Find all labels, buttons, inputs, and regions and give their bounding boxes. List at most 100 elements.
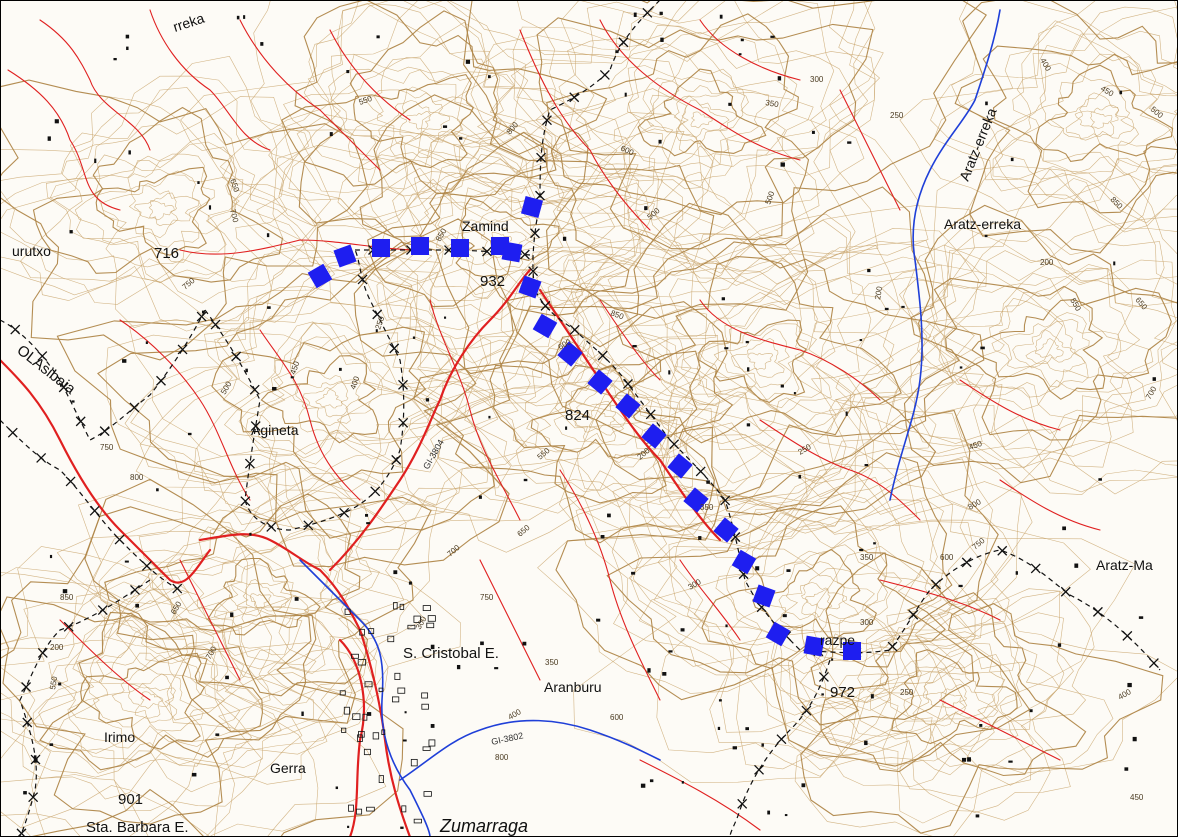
boundary-cross — [303, 520, 314, 531]
boundary-cross — [818, 671, 829, 682]
boundary-cross — [89, 505, 100, 516]
building-symbol — [681, 781, 684, 784]
contour-line — [67, 628, 241, 749]
contour-line — [530, 365, 665, 459]
boundary-cross — [97, 605, 108, 616]
contour-elevation-label: 800 — [130, 473, 144, 482]
building-symbol — [366, 712, 372, 716]
building-symbol — [738, 53, 742, 56]
building-symbol — [423, 791, 432, 797]
boundary-cross — [669, 439, 680, 450]
ravine-line — [179, 559, 241, 681]
building-symbol — [632, 344, 637, 348]
building-symbol — [780, 384, 784, 388]
building-symbol — [1113, 261, 1116, 266]
contour-line — [627, 65, 788, 182]
boundary-cross — [597, 350, 608, 361]
contour-line — [0, 79, 368, 361]
contour-line — [899, 259, 1177, 457]
building-symbol — [798, 474, 802, 479]
building-symbol — [487, 75, 491, 79]
contour-line — [257, 0, 558, 210]
contour-line — [39, 611, 263, 771]
contour-line — [536, 237, 986, 527]
building-symbol — [746, 423, 751, 427]
building-symbol — [793, 392, 796, 395]
label-aranburu: Aranburu — [544, 679, 602, 695]
contour-line — [770, 590, 1095, 824]
building-symbol — [430, 644, 435, 650]
label-sta-barbara: Sta. Barbara E. — [86, 819, 189, 836]
contour-line — [148, 200, 175, 221]
contour-line — [505, 186, 937, 516]
route-marker — [713, 517, 739, 543]
route-marker — [843, 642, 861, 660]
building-symbol — [366, 522, 371, 525]
building-symbol — [368, 628, 375, 635]
contour-line — [399, 100, 450, 140]
ravine-line — [429, 299, 521, 521]
building-symbol — [145, 341, 148, 345]
route-marker — [532, 313, 558, 339]
contour-line — [1025, 329, 1076, 364]
building-symbol — [197, 181, 200, 184]
building-symbol — [191, 772, 197, 777]
building-symbol — [767, 810, 771, 815]
boundary-cross — [908, 609, 919, 620]
contour-line — [521, 227, 979, 531]
contour-line — [135, 249, 539, 526]
label-aratz-ma: Aratz-Ma — [1096, 557, 1153, 573]
contour-line — [0, 584, 272, 812]
boundary-cross — [720, 495, 731, 506]
building-symbol — [831, 658, 834, 661]
building-symbol — [732, 746, 737, 750]
contour-elevation-label: 750 — [480, 593, 494, 602]
building-symbol — [979, 724, 983, 727]
contour-line — [260, 355, 379, 444]
contour-line — [45, 133, 237, 283]
contour-line — [139, 255, 528, 512]
contour-line — [124, 254, 512, 524]
building-symbol — [562, 236, 567, 241]
contour-line — [97, 241, 495, 539]
contour-line — [500, 205, 975, 550]
contour-line — [129, 268, 488, 538]
building-symbol — [366, 806, 375, 812]
contour-elevation-label: 300 — [810, 75, 824, 84]
contour-elevation-label: 200 — [50, 643, 64, 652]
contour-line — [294, 0, 608, 238]
ravine-line — [39, 19, 151, 151]
building-symbol — [301, 711, 304, 716]
boundary-cross — [1030, 563, 1041, 574]
building-symbol — [343, 706, 350, 715]
building-symbol — [339, 690, 346, 696]
contour-elevation-label: 200 — [873, 285, 884, 300]
building-symbol — [864, 464, 869, 467]
ravine-line — [599, 19, 801, 161]
boundary-cross — [28, 792, 39, 803]
building-symbol — [427, 615, 436, 622]
boundary-cross — [244, 458, 255, 469]
ravine-line — [519, 29, 651, 231]
route-marker — [557, 341, 583, 367]
building-symbol — [721, 297, 725, 301]
building-symbol — [126, 46, 129, 51]
boundary-cross — [250, 421, 261, 431]
building-symbol — [864, 740, 868, 746]
building-symbol — [378, 775, 384, 783]
contour-line — [801, 582, 848, 618]
contour-line — [701, 505, 946, 669]
contour-elevation-label: 350 — [765, 98, 780, 109]
contour-line — [673, 300, 832, 415]
contour-line — [800, 552, 1164, 834]
building-symbol — [54, 119, 59, 124]
contour-line — [100, 170, 200, 248]
building-symbol — [596, 618, 601, 622]
building-symbol — [1015, 571, 1018, 575]
road-gi3804 — [198, 533, 412, 837]
contour-line — [489, 350, 701, 504]
contour-line — [595, 202, 985, 499]
contour-line — [0, 596, 317, 825]
